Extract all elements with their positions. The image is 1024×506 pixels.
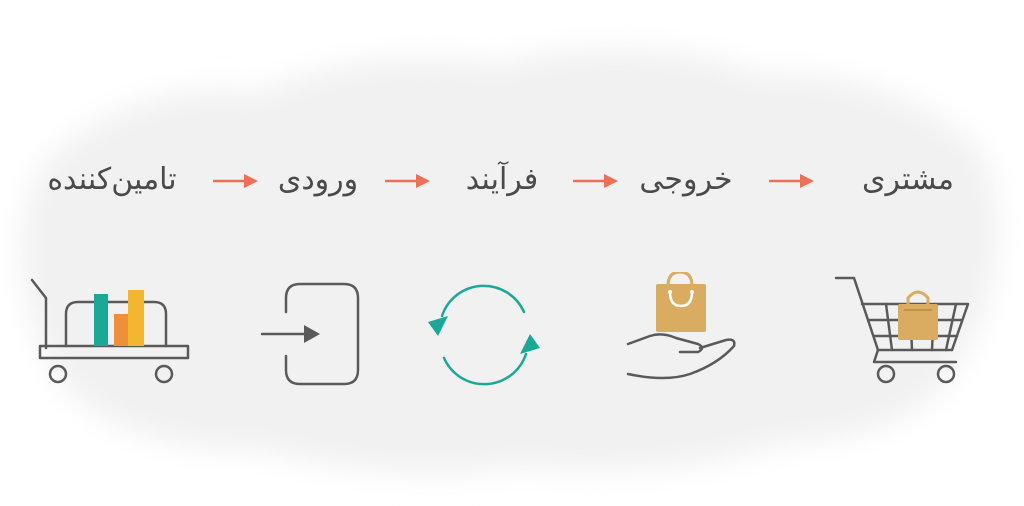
flow-arrow-icon [769,174,814,188]
step-label-supplier: تامین‌کننده [47,162,177,197]
flow-arrow-icon [385,174,430,188]
step-label-customer: مشتری [862,162,954,197]
flow-arrow-icon [213,174,258,188]
cycle-arrows-icon [428,284,540,386]
step-label-input: ورودی [277,162,359,197]
hand-holding-bag-icon [626,272,736,380]
sign-in-arrow-icon [260,282,360,386]
shopping-cart-with-bag-icon [834,276,970,384]
supply-cart-icon [30,278,190,384]
step-label-process: فرآیند [465,162,539,197]
flow-arrow-icon [573,174,618,188]
step-label-output: خروجی [639,162,733,197]
